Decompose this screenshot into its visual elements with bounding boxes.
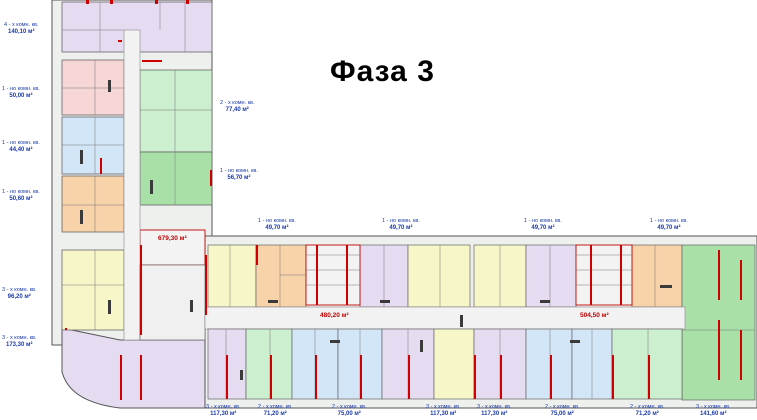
apartment-yellow-b1[interactable] [433, 328, 475, 400]
apartment-yellow-2[interactable] [407, 244, 471, 308]
apartment-label: 1 - но комн. кв.44,40 м² [2, 140, 40, 153]
apartment-label: 3 - х комн. кв.173,30 м² [2, 335, 37, 348]
hall-right [575, 244, 633, 306]
apartment-green-b1[interactable] [245, 328, 293, 400]
apartment-label: 1 - но комн. кв.49,70 м² [650, 218, 688, 231]
apartment-label: 2 - х комн. кв.71,20 м² [630, 404, 665, 417]
apartment-label: 3 - х комн. кв.117,30 м² [477, 404, 512, 417]
left-wing [61, 1, 213, 341]
apartment-1room-orange[interactable] [61, 175, 125, 233]
apartment-label: 4 - х комн. кв.140,10 м² [4, 22, 39, 35]
apartment-label: 2 - х комн. кв.75,00 м² [332, 404, 367, 417]
hall-area-label: 480,20 м² [320, 312, 349, 319]
apartment-1room-pink[interactable] [61, 59, 125, 116]
apartment-label: 3 - х комн. кв.141,60 м² [696, 404, 731, 417]
apartment-label: 3 - х комн. кв.117,30 м² [206, 404, 241, 417]
corridor-left [123, 29, 141, 341]
apartment-label: 2 - х комн. кв.71,20 м² [258, 404, 293, 417]
hall-center [305, 244, 361, 306]
page-title: Фаза 3 [330, 55, 435, 88]
stair-left [139, 264, 206, 341]
apartment-label: 2 - х комн. кв.77,40 м² [220, 100, 255, 113]
apartment-label: 1 - но комн. кв.49,70 м² [524, 218, 562, 231]
apartment-yellow-1[interactable] [207, 244, 257, 308]
window-marks [65, 0, 742, 400]
corridor-right [204, 306, 686, 330]
apartment-blue-b3[interactable] [525, 328, 573, 400]
apartment-label: 1 - но комн. кв.50,00 м² [2, 86, 40, 99]
apartment-2room-green-a[interactable] [139, 69, 213, 153]
hall-area-label: 679,30 м² [158, 235, 187, 242]
right-wing [204, 244, 756, 401]
apartment-1room-blue[interactable] [61, 116, 125, 175]
apartment-label: 1 - но комн. кв.49,70 м² [258, 218, 296, 231]
partitions [62, 2, 755, 399]
apartment-label: 2 - х комн. кв.75,00 м² [545, 404, 580, 417]
apartment-orange-2[interactable] [631, 244, 683, 308]
apartment-label: 1 - но комн. кв.50,60 м² [2, 189, 40, 202]
hall-area-label: 504,50 м² [580, 312, 609, 319]
apartment-label: 3 - х комн. кв.96,20 м² [2, 287, 37, 300]
apartment-orange-1[interactable] [255, 244, 307, 308]
wall-blocks [80, 80, 672, 380]
apartment-purple-2[interactable] [525, 244, 577, 308]
apartment-green-b2[interactable] [611, 328, 683, 400]
apartment-1room-green-b[interactable] [139, 151, 213, 206]
apartment-3room-yellow[interactable] [61, 249, 125, 331]
apartment-label: 1 - но комн. кв.49,70 м² [382, 218, 420, 231]
apartment-label: 3 - х комн. кв.117,30 м² [426, 404, 461, 417]
apartment-label: 1 - но комн. кв.56,70 м² [220, 168, 258, 181]
